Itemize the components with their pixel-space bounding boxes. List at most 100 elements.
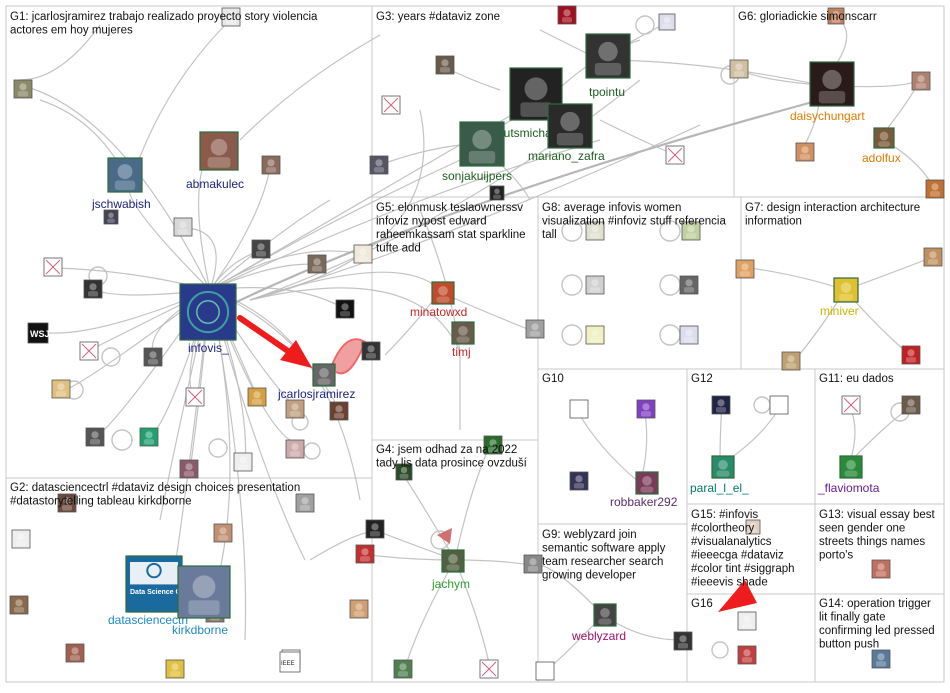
node-weblyzard[interactable]: weblyzard [571,603,626,643]
account-avatar-node[interactable] [901,345,921,365]
account-avatar-node[interactable] [57,493,77,513]
ieee-logo-node[interactable]: IEEE [279,651,301,673]
account-avatar-node[interactable] [13,79,33,99]
account-avatar-node[interactable] [745,519,761,535]
account-avatar-node[interactable] [381,95,401,115]
account-avatar-node[interactable] [737,645,757,665]
node-tpointu[interactable]: tpointu [585,33,631,99]
account-avatar-node[interactable] [83,279,103,299]
account-avatar-node[interactable] [353,244,373,264]
highlight-arrows [237,315,757,612]
node-paral-l-el[interactable]: paral_l_el_ [690,455,749,495]
account-avatar-node[interactable] [335,299,355,319]
node-sonjakuijpers[interactable]: sonjakuijpers [442,121,512,183]
account-avatar-node[interactable] [525,319,545,339]
account-avatar-node[interactable] [329,401,349,421]
node-jachym[interactable]: jachym [431,549,470,591]
account-avatar-node[interactable] [535,661,555,681]
account-avatar-node[interactable] [213,523,233,543]
account-avatar-node[interactable] [585,325,605,345]
account-avatar-node[interactable] [923,247,943,267]
account-avatar-node[interactable] [795,142,815,162]
account-avatar-node[interactable] [349,599,369,619]
account-avatar-node[interactable] [841,395,861,415]
account-avatar-node[interactable] [79,341,99,361]
account-avatar-node[interactable] [43,257,63,277]
account-avatar-node[interactable] [247,387,267,407]
account-avatar-node[interactable] [658,13,676,31]
node-daisychungart[interactable]: daisychungart [790,61,865,123]
account-avatar-node[interactable] [261,155,281,175]
account-avatar-node[interactable] [285,439,305,459]
account-avatar-node[interactable] [679,275,699,295]
account-avatar-node[interactable] [173,217,193,237]
account-avatar-node[interactable] [735,259,755,279]
account-avatar-node[interactable] [523,554,543,574]
account-avatar-node[interactable] [585,221,605,241]
account-avatar-node[interactable] [769,395,789,415]
account-avatar-node[interactable] [827,7,845,25]
account-avatar-node[interactable] [901,395,921,415]
account-avatar-node[interactable] [395,463,413,481]
group-titles: G1: jcarlosjramirez trabajo realizado pr… [10,11,936,651]
account-avatar-node[interactable] [679,325,699,345]
account-avatar-node[interactable] [233,452,253,472]
account-avatar-node[interactable] [781,351,801,371]
account-avatar-node[interactable] [393,659,413,679]
node-label: robbaker292 [610,495,678,509]
node-jcarlosjramirez[interactable]: jcarlosjramirez [277,363,355,401]
node-miniver[interactable]: miniver [820,277,859,318]
account-avatar-node[interactable] [585,275,605,295]
account-avatar-node[interactable] [11,529,31,549]
account-avatar-node[interactable] [221,7,241,27]
wsj-logo-node[interactable]: WSJ [27,322,50,344]
account-avatar-node[interactable] [435,55,455,75]
account-avatar-node[interactable] [681,221,701,241]
node-jschwabish[interactable]: jschwabish [91,157,151,211]
account-avatar-node[interactable] [489,185,505,201]
account-avatar-node[interactable] [673,631,693,651]
account-avatar-node[interactable] [729,59,749,79]
account-avatar-node[interactable] [569,471,589,491]
account-avatar-node[interactable] [185,387,205,407]
account-avatar-node[interactable] [479,659,499,679]
node-abmakulec[interactable]: abmakulec [186,131,244,191]
account-avatar-node[interactable] [557,5,577,25]
account-avatar-node[interactable] [483,435,503,455]
account-avatar-node[interactable] [665,145,685,165]
account-avatar-node[interactable] [65,643,85,663]
account-avatar-node[interactable] [369,155,389,175]
account-avatar-node[interactable] [165,659,185,679]
account-avatar-node[interactable] [911,71,931,91]
account-avatar-node[interactable] [365,519,385,539]
node-minatowxd[interactable]: minatowxd [410,281,467,319]
account-avatar-node[interactable] [103,209,119,225]
account-avatar-node[interactable] [871,559,891,579]
account-avatar-node[interactable] [871,649,891,669]
account-avatar-node[interactable] [307,254,327,274]
node-timj[interactable]: timj [451,321,475,359]
node-mariano-zafra[interactable]: mariano_zafra [528,103,605,163]
account-avatar-node[interactable] [285,399,305,419]
account-avatar-node[interactable] [355,544,375,564]
account-avatar-node[interactable] [737,611,757,631]
account-avatar-node[interactable] [139,427,159,447]
account-avatar-node[interactable] [711,395,731,415]
node-adolfux[interactable]: adolfux [862,127,901,165]
account-avatar-node[interactable] [85,427,105,447]
node-kirkdborne[interactable]: kirkdborne [172,565,231,637]
account-avatar-node[interactable] [51,379,71,399]
account-avatar-node[interactable] [636,399,656,419]
account-avatar-node[interactable] [295,493,315,513]
account-avatar-node[interactable] [925,179,945,199]
account-avatar-node[interactable] [9,595,29,615]
node-infovis[interactable]: infovis_ [179,283,237,355]
account-avatar-node[interactable] [361,341,381,361]
account-avatar-node[interactable] [143,347,163,367]
account-avatar-node[interactable] [179,459,199,479]
node-robbaker292[interactable]: robbaker292 [610,471,678,509]
node-flaviomota[interactable]: _flaviomota [817,455,880,495]
account-avatar-node[interactable] [569,399,589,419]
account-avatar-node[interactable] [251,239,271,259]
